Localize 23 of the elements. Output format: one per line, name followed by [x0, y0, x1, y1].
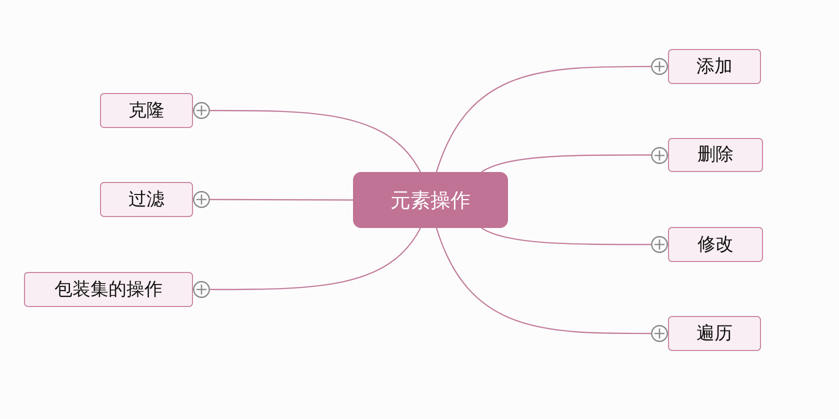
topic-label: 添加 — [696, 56, 732, 78]
connector-line — [210, 110, 421, 172]
topic-label: 遍历 — [696, 322, 732, 344]
subtopic-box — [668, 138, 763, 172]
connector-line — [210, 228, 421, 290]
connector-line — [436, 228, 651, 334]
topic-label: 克隆 — [128, 100, 164, 122]
topic-label: 元素操作 — [390, 188, 470, 212]
connector-line — [436, 66, 651, 172]
subtopic-box — [668, 316, 761, 351]
subtopic-box — [668, 227, 763, 262]
connector-line — [481, 227, 651, 246]
topic-label: 包装集的操作 — [54, 278, 162, 300]
topic-label: 修改 — [698, 234, 734, 256]
subtopic-box — [100, 93, 193, 128]
subtopic-box — [668, 49, 761, 84]
subtopic-box — [24, 272, 193, 307]
topic-label: 删除 — [698, 144, 734, 166]
central-topic-box — [353, 172, 508, 228]
subtopic-box — [100, 182, 193, 217]
topic-label: 过滤 — [128, 188, 164, 210]
connector-line — [210, 198, 354, 201]
connector-line — [481, 154, 651, 173]
